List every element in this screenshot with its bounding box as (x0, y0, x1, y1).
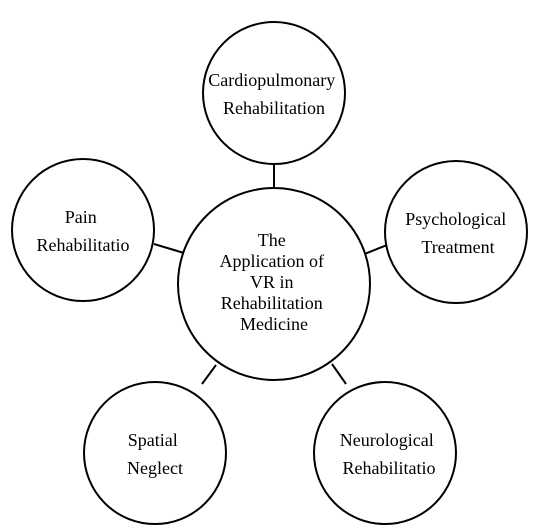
pain-line-1: Pain (65, 207, 97, 227)
psych-line-2: Treatment (421, 237, 494, 257)
center-line-5: Medicine (240, 314, 308, 334)
center-line-4: Rehabilitation (221, 293, 323, 313)
connector-pain (153, 243, 185, 254)
center-label: The Application of VR in Rehabilitation … (220, 230, 329, 334)
spatial-label: Spatial Neglect (127, 430, 183, 478)
psych-node: Psychological Treatment (384, 160, 528, 304)
center-line-1: The (258, 230, 286, 250)
pain-line-2: Rehabilitatio (37, 235, 130, 255)
psych-line-1: Psychological (405, 209, 506, 229)
neuro-node: Neurological Rehabilitatio (313, 381, 457, 525)
neuro-line-2: Rehabilitatio (343, 458, 436, 478)
psych-label: Psychological Treatment (405, 209, 511, 257)
pain-node: Pain Rehabilitatio (11, 158, 155, 302)
spatial-line-2: Neglect (127, 458, 183, 478)
pain-label: Pain Rehabilitatio (37, 207, 130, 255)
center-line-3: VR in (250, 272, 294, 292)
spatial-node: Spatial Neglect (83, 381, 227, 525)
cardio-line-1: Cardiopulmonary (208, 70, 335, 90)
cardio-node: Cardiopulmonary Rehabilitation (202, 21, 346, 165)
cardio-label: Cardiopulmonary Rehabilitation (208, 70, 339, 118)
neuro-label: Neurological Rehabilitatio (340, 430, 438, 478)
connector-spatial (201, 364, 217, 385)
center-line-2: Application of (220, 251, 324, 271)
spatial-line-1: Spatial (128, 430, 178, 450)
connector-neuro (331, 363, 347, 385)
neuro-line-1: Neurological (340, 430, 434, 450)
cardio-line-2: Rehabilitation (223, 98, 325, 118)
center-node: The Application of VR in Rehabilitation … (177, 187, 371, 381)
